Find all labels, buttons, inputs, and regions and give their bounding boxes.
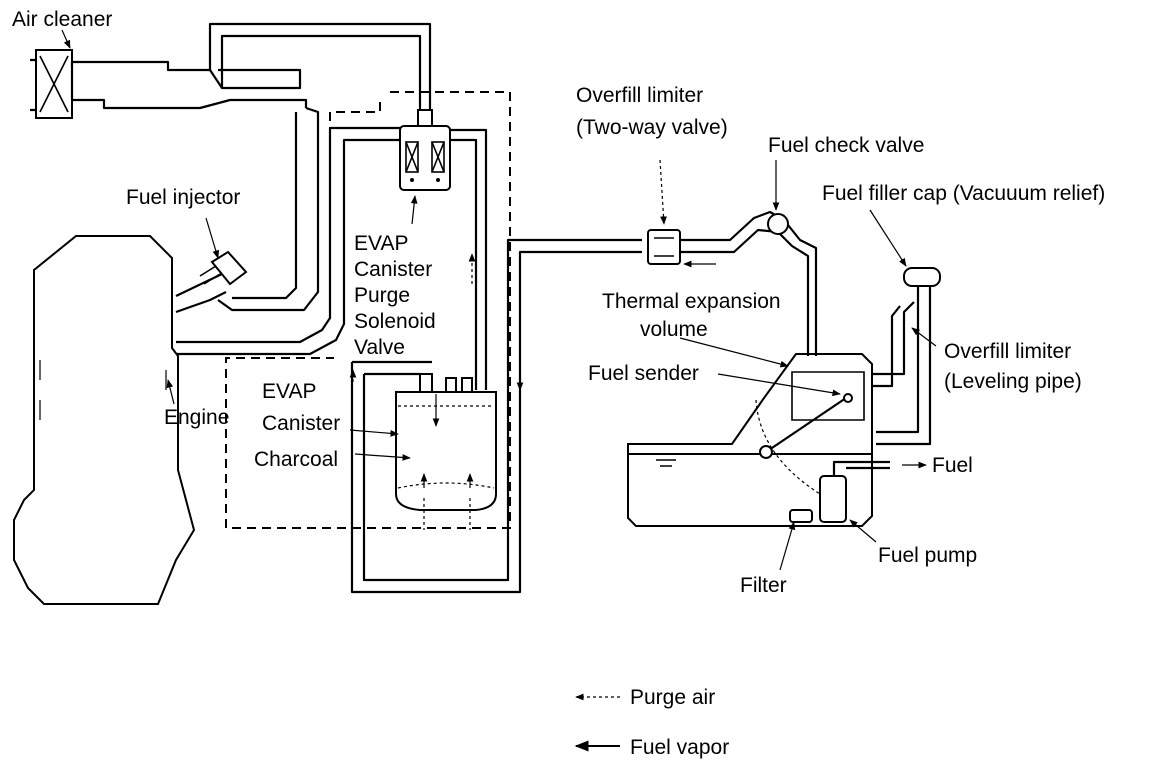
label-fuel-filler-cap: Fuel filler cap (Vacuuum relief) bbox=[822, 182, 1105, 205]
leader-lines bbox=[61, 29, 937, 571]
fuel-check-valve bbox=[767, 160, 789, 235]
fuel-tank bbox=[627, 301, 915, 527]
engine-block bbox=[13, 235, 196, 605]
label-fuel-pump: Fuel pump bbox=[878, 544, 977, 567]
purge-solenoid-valve bbox=[399, 109, 488, 390]
label-evap-canister-1: EVAP bbox=[262, 380, 316, 403]
label-overfill-leveling-2: (Leveling pipe) bbox=[944, 370, 1082, 393]
label-fuel-injector: Fuel injector bbox=[126, 186, 240, 209]
label-purge-valve-3: Purge bbox=[354, 284, 410, 307]
evap-canister bbox=[350, 238, 642, 594]
label-purge-valve-1: EVAP bbox=[354, 232, 408, 255]
label-charcoal: Charcoal bbox=[254, 448, 338, 471]
label-thermal-expansion-1: Thermal expansion bbox=[602, 290, 781, 313]
label-overfill-two-way-2: (Two-way valve) bbox=[576, 116, 728, 139]
legend-fuel-vapor-label: Fuel vapor bbox=[630, 736, 729, 759]
label-air-cleaner: Air cleaner bbox=[12, 8, 112, 31]
label-purge-valve-4: Solenoid bbox=[354, 310, 436, 333]
label-overfill-two-way-1: Overfill limiter bbox=[576, 84, 703, 107]
labels: Air cleaner Fuel injector EVAP Canister … bbox=[12, 8, 1105, 597]
label-evap-canister-2: Canister bbox=[262, 412, 340, 435]
label-purge-valve-5: Valve bbox=[354, 336, 405, 359]
fuel-injector bbox=[199, 250, 248, 286]
legend-purge-air-label: Purge air bbox=[630, 686, 715, 709]
legend-fuel-vapor: Fuel vapor bbox=[574, 736, 729, 759]
label-filter: Filter bbox=[740, 574, 787, 597]
label-overfill-leveling-1: Overfill limiter bbox=[944, 340, 1071, 363]
label-purge-valve-2: Canister bbox=[354, 258, 432, 281]
label-fuel-check-valve: Fuel check valve bbox=[768, 134, 924, 157]
label-thermal-expansion-2: volume bbox=[640, 318, 708, 341]
intake-duct bbox=[70, 22, 432, 356]
legend-purge-air: Purge air bbox=[575, 686, 715, 709]
label-engine: Engine bbox=[164, 406, 229, 429]
legend: Purge air Fuel vapor bbox=[574, 686, 729, 759]
label-fuel-sender: Fuel sender bbox=[588, 362, 699, 385]
air-cleaner bbox=[30, 49, 302, 119]
label-fuel: Fuel bbox=[932, 454, 973, 477]
